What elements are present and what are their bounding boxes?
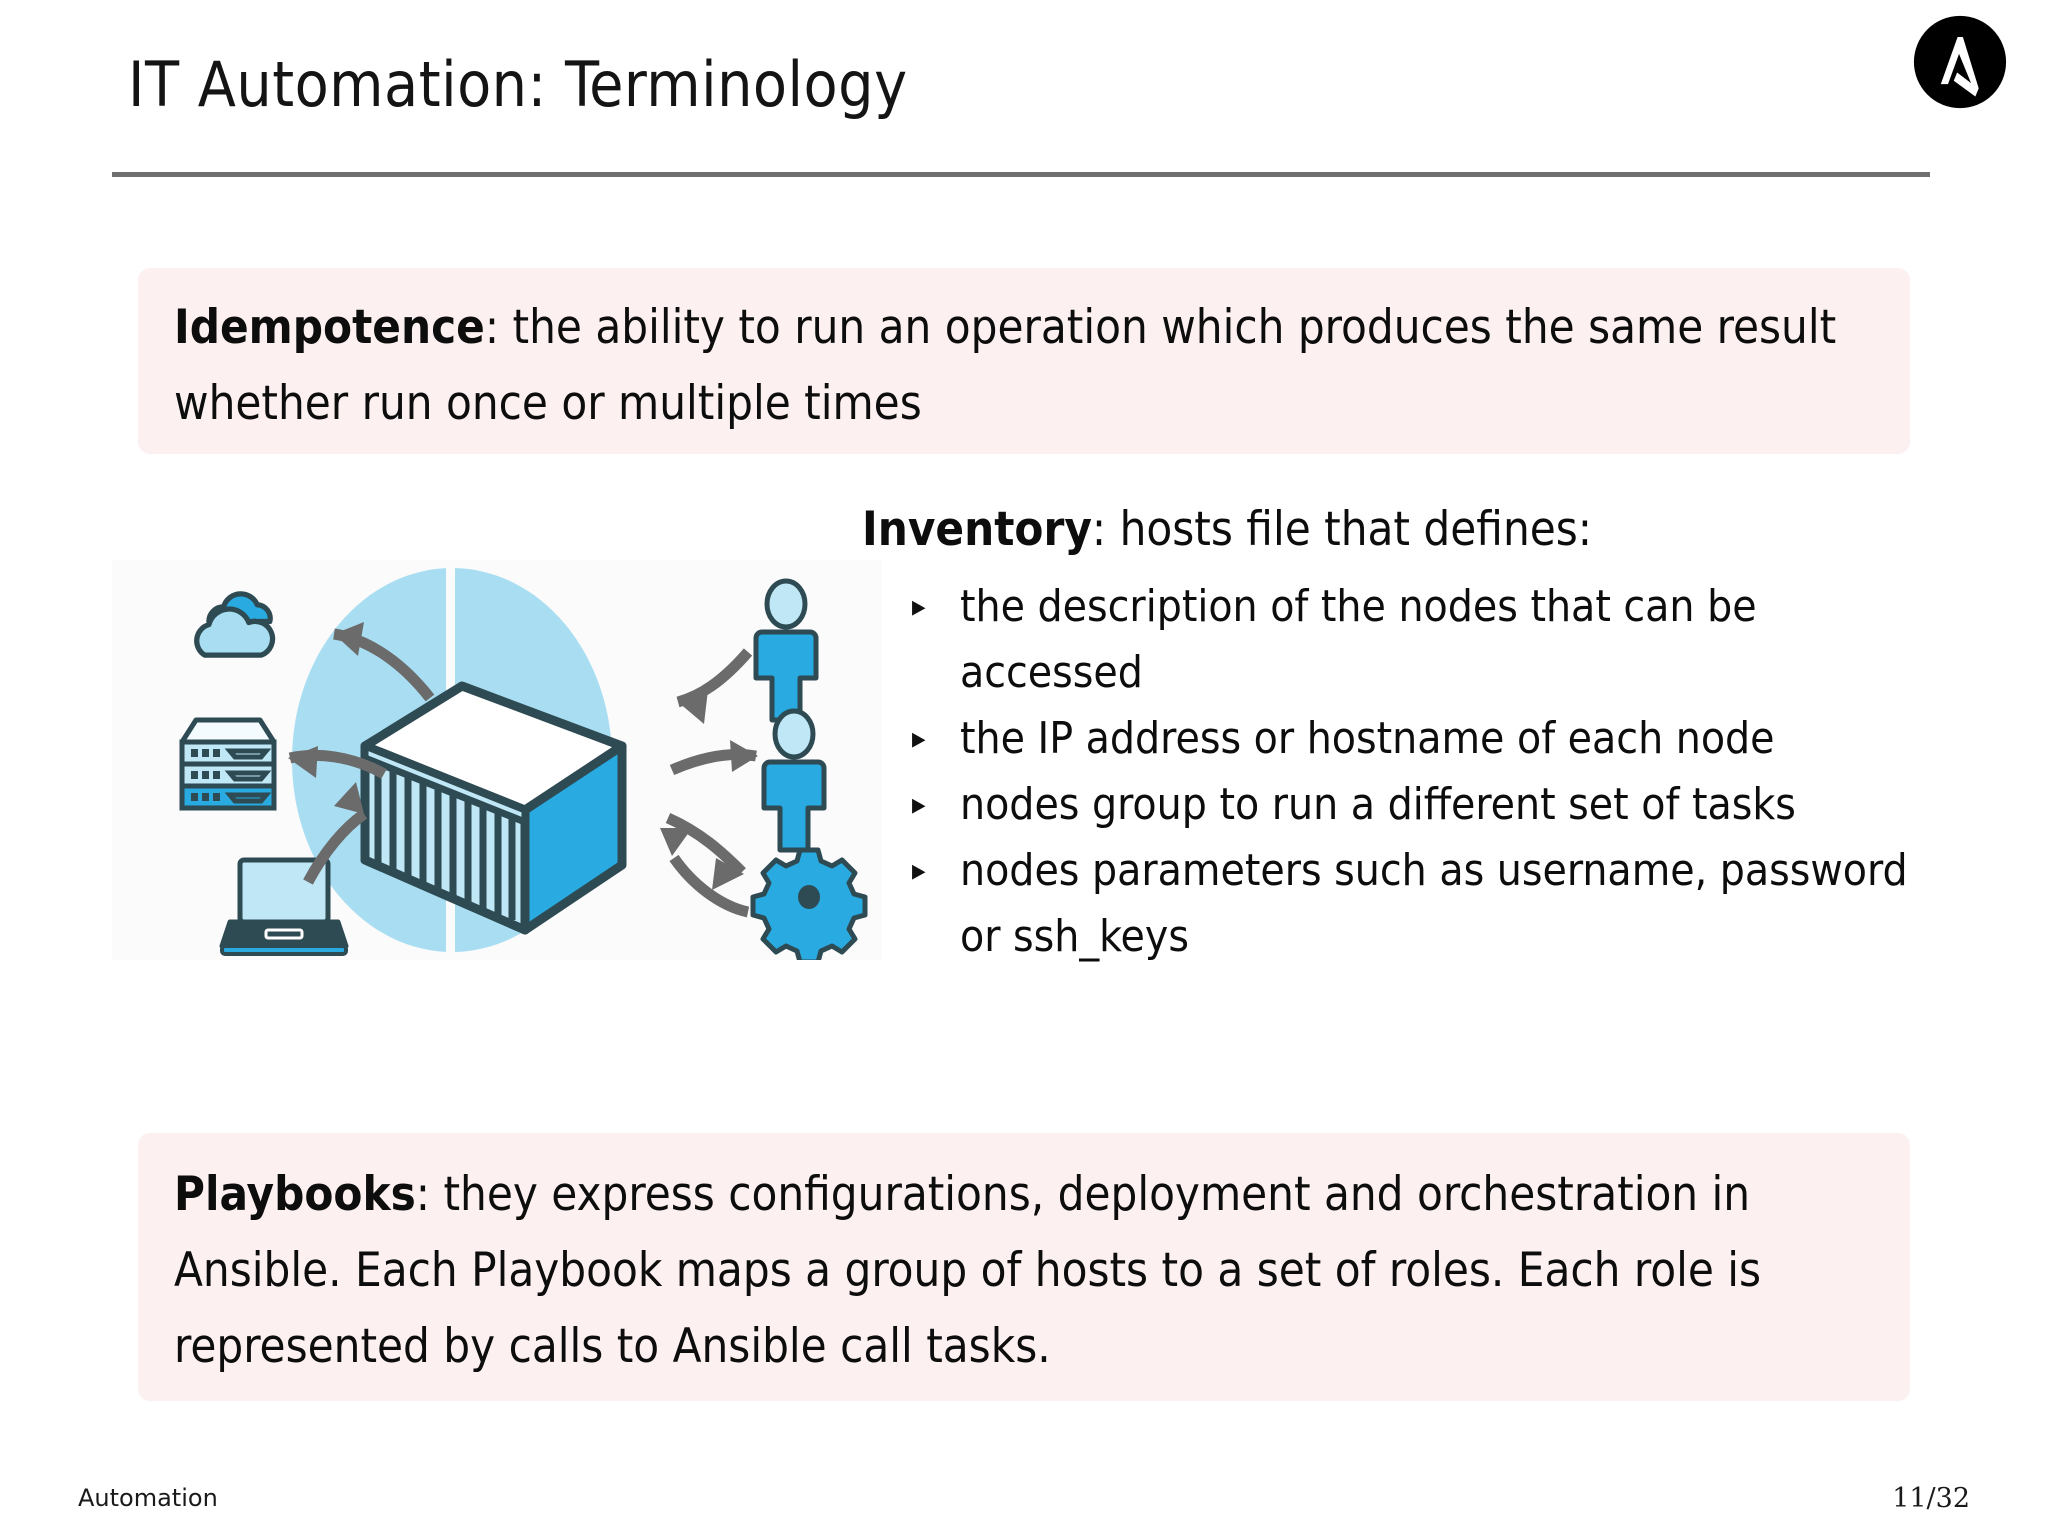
person-icon [753, 578, 819, 723]
footer-deck-name: Automation [78, 1484, 218, 1512]
bullet-triangle-icon: ▸ [912, 589, 926, 624]
list-item: ▸ nodes parameters such as username, pas… [912, 838, 1922, 970]
server-rack-icon [179, 717, 277, 811]
list-item-label: the IP address or hostname of each node [960, 713, 1775, 764]
playbooks-separator: : [415, 1167, 431, 1222]
list-item-label: the description of the nodes that can be… [960, 581, 1757, 698]
inventory-bullet-list: ▸ the description of the nodes that can … [862, 574, 1922, 970]
ansible-logo-icon [1912, 14, 2008, 110]
idempotence-separator: : [484, 300, 500, 355]
inventory-separator: : [1091, 502, 1107, 557]
idempotence-callout-box: Idempotence: the ability to run an opera… [138, 268, 1910, 454]
container-box-icon [360, 681, 627, 935]
list-item-label: nodes parameters such as username, passw… [960, 845, 1908, 962]
playbooks-term: Playbooks [174, 1167, 416, 1222]
person-icon [761, 708, 827, 853]
idempotence-body: the ability to run an operation which pr… [174, 300, 1837, 431]
playbooks-text: Playbooks: they express configurations, … [174, 1157, 1874, 1385]
cloud-icon [194, 591, 276, 658]
idempotence-text: Idempotence: the ability to run an opera… [174, 290, 1874, 442]
playbooks-body: they express configurations, deployment … [174, 1167, 1762, 1374]
idempotence-term: Idempotence [174, 300, 485, 355]
list-item: ▸ the description of the nodes that can … [912, 574, 1922, 706]
ansible-automation-diagram [112, 560, 882, 960]
inventory-head-body: hosts file that defines: [1106, 502, 1593, 557]
laptop-icon [219, 857, 349, 956]
page-title: IT Automation: Terminology [128, 48, 908, 121]
bullet-triangle-icon: ▸ [912, 853, 926, 888]
gear-icon [750, 847, 868, 960]
title-rule-divider [112, 172, 1930, 177]
arrow-head [288, 622, 758, 890]
playbooks-callout-box: Playbooks: they express configurations, … [138, 1133, 1910, 1401]
list-item: ▸ the IP address or hostname of each nod… [912, 706, 1922, 772]
bullet-triangle-icon: ▸ [912, 721, 926, 756]
list-item: ▸ nodes group to run a different set of … [912, 772, 1922, 838]
bullet-triangle-icon: ▸ [912, 787, 926, 822]
inventory-heading: Inventory: hosts file that defines: [862, 498, 1922, 562]
inventory-term: Inventory [862, 502, 1092, 557]
inventory-section: Inventory: hosts file that defines: ▸ th… [862, 498, 1922, 970]
footer-page-number: 11/32 [1892, 1483, 1970, 1514]
list-item-label: nodes group to run a different set of ta… [960, 779, 1796, 830]
